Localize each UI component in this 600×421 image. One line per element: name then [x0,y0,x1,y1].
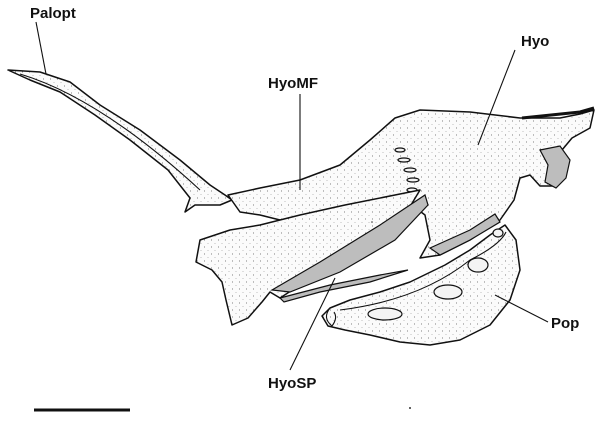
stray-dot [409,407,411,409]
label-pop: Pop [551,315,579,332]
palatopterygoid-bone [8,70,232,212]
label-hyo: Hyo [521,33,549,50]
stray-dot [371,221,373,223]
label-hyosp: HyoSP [268,375,316,392]
leader-palopt [36,22,46,74]
preopercle-hole-2 [434,285,462,299]
preopercle-hole-3 [368,308,402,320]
label-hyomf: HyoMF [268,75,318,92]
preopercle-hole-1 [468,258,488,272]
preopercle-hole-4 [493,229,503,237]
label-palopt: Palopt [30,5,76,22]
